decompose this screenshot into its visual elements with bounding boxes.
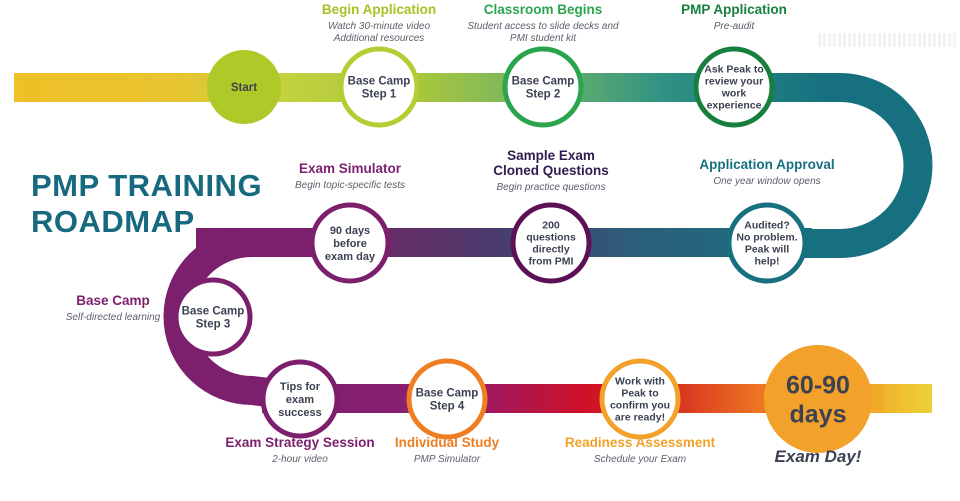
node-circle-ring <box>599 358 681 440</box>
node-caption-exam-day-60-90-days: Exam Day! <box>775 447 862 466</box>
caption-title: Readiness Assessment <box>565 435 716 450</box>
roadmap-node-start[interactable]: Start <box>207 50 281 124</box>
node-caption-exam-strategy-tips: Exam Strategy Session 2-hour video <box>225 435 374 465</box>
caption-subtitle: Additional resources <box>333 33 425 44</box>
caption-subtitle: Watch 30-minute video <box>328 21 431 32</box>
caption-subtitle: Pre-audit <box>714 21 756 32</box>
node-circle-ring <box>260 359 340 439</box>
caption-subtitle: 2-hour video <box>271 454 328 465</box>
caption-title: Exam Strategy Session <box>225 435 374 450</box>
ribbon-bottom-tail <box>884 384 932 413</box>
caption-title: Exam Day! <box>775 447 862 466</box>
caption-subtitle: One year window opens <box>713 176 820 187</box>
node-circle-ring <box>406 358 488 440</box>
caption-title: Application Approval <box>699 157 834 172</box>
watermark-overlay <box>818 33 958 47</box>
node-circle-ring <box>338 46 420 128</box>
page-title-line2: ROADMAP <box>31 204 195 239</box>
caption-subtitle: Schedule your Exam <box>594 454 686 465</box>
node-circle-ring <box>726 202 808 284</box>
caption-title: PMP Application <box>681 2 787 17</box>
caption-subtitle: Begin practice questions <box>497 182 606 193</box>
node-circle-ring <box>309 202 391 284</box>
ribbon-curve-right <box>800 73 933 258</box>
node-circle-ring <box>173 277 253 357</box>
node-circle-ring <box>502 46 584 128</box>
caption-title: Classroom Begins <box>484 2 603 17</box>
caption-subtitle: Begin topic-specific tests <box>295 180 405 191</box>
caption-subtitle: Self-directed learning <box>66 312 161 323</box>
page-title-line1: PMP TRAINING <box>31 168 262 203</box>
node-circle-fill <box>764 345 872 453</box>
node-circle-ring <box>693 46 775 128</box>
ribbon-top <box>14 73 826 102</box>
node-label: Start <box>231 82 257 94</box>
node-circle-fill <box>207 50 281 124</box>
caption-subtitle: PMI student kit <box>510 33 577 44</box>
caption-title: Base Camp <box>76 293 150 308</box>
caption-subtitle: Student access to slide decks and <box>467 21 619 32</box>
caption-title: Sample Exam <box>507 148 595 163</box>
caption-subtitle: PMP Simulator <box>414 454 481 465</box>
node-circle-ring <box>510 202 592 284</box>
caption-title: Exam Simulator <box>299 161 402 176</box>
caption-title: Individual Study <box>395 435 500 450</box>
caption-title: Begin Application <box>322 2 436 17</box>
caption-title-line2: Cloned Questions <box>493 163 609 178</box>
